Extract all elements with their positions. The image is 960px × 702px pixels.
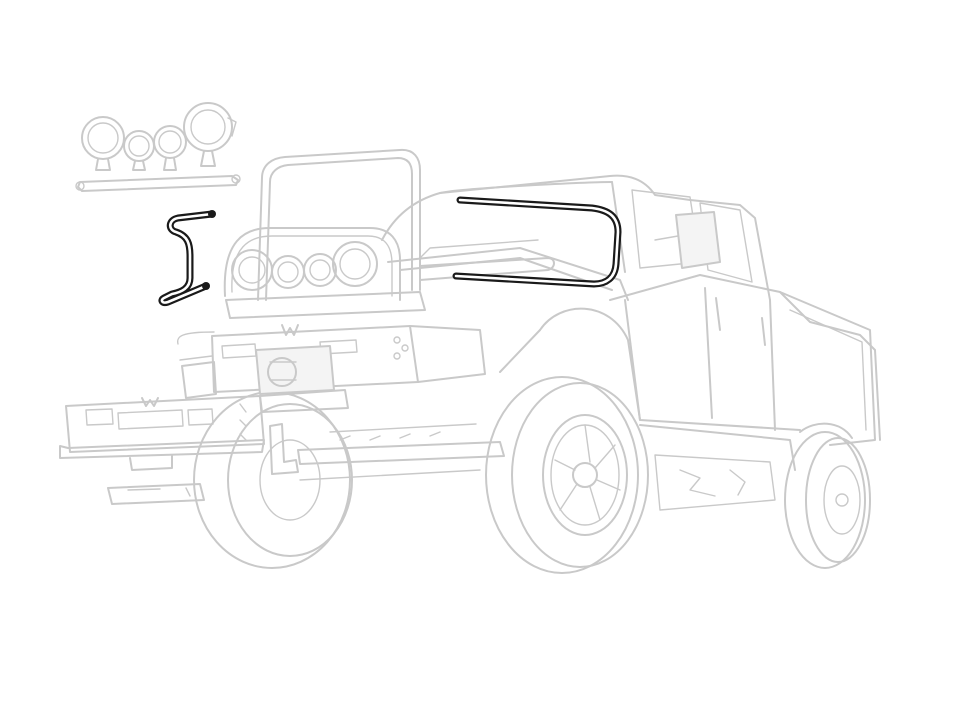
grille-guard <box>223 148 555 319</box>
light-bar-kit <box>75 102 241 192</box>
grab-handle-left[interactable] <box>158 210 216 306</box>
light-mount-bar <box>75 174 241 192</box>
grab-handle-right[interactable] <box>452 196 622 288</box>
front-wheel <box>485 376 649 574</box>
rear-wheel <box>784 422 871 569</box>
winch-logo-icon <box>281 324 299 336</box>
exploded-bumper <box>59 395 265 505</box>
light-pod-icon <box>81 116 125 171</box>
front-bumper <box>176 324 486 413</box>
front-suspension <box>269 423 505 481</box>
light-pod-icon <box>123 130 155 171</box>
light-pod-icon <box>183 102 237 167</box>
light-pod-icon <box>153 125 187 171</box>
left-front-wheel <box>193 391 353 569</box>
truck-outline <box>381 174 881 511</box>
